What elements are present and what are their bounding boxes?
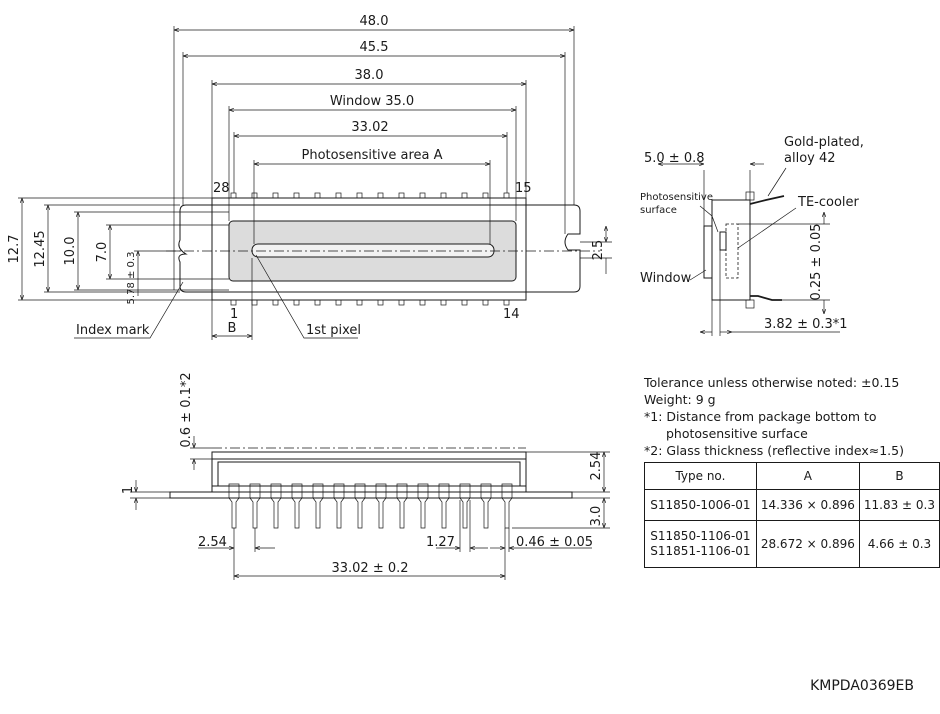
table-row: S11850-1106-01 S11851-1106-01 28.672 × 0… (644, 520, 940, 568)
gold-plated-label: Gold-plated, (784, 135, 864, 150)
header-type-no: Type no. (644, 462, 757, 490)
photosensitive-surface-label-2: surface (640, 205, 677, 216)
dim-5-0: 5.0 ± 0.8 (644, 151, 705, 166)
cell-b: 11.83 ± 0.3 (858, 489, 940, 521)
dim-b: B (228, 321, 237, 336)
side-view: 5.0 ± 0.8 Gold-plated, alloy 42 Photosen… (640, 135, 864, 336)
first-pixel-label: 1st pixel (306, 323, 361, 338)
photosensitive-surface-label-1: Photosensitive (640, 192, 713, 203)
footnote-1-cont: photosensitive surface (666, 426, 808, 441)
dim-2-54-vertical: 2.54 (589, 452, 604, 481)
dim-pin-span: 33.02 (351, 120, 388, 135)
dim-5-78: 5.78 ± 0.3 (126, 252, 137, 305)
front-pins (228, 483, 513, 529)
side-window (703, 225, 713, 279)
front-body (211, 451, 527, 487)
cell-a: 14.336 × 0.896 (755, 489, 860, 521)
dim-photosensitive-area: Photosensitive area A (301, 148, 442, 163)
cell-type-line-2: S11851-1106-01 (650, 544, 751, 558)
dim-3-82: 3.82 ± 0.3*1 (764, 317, 848, 332)
dim-1-27: 1.27 (426, 535, 455, 550)
cell-type: S11850-1006-01 (644, 489, 757, 521)
dim-3-0: 3.0 (589, 506, 604, 527)
front-view: 0.6 ± 0.1*2 1 2.54 3.0 2.54 1.27 (121, 372, 610, 580)
window-label: Window (640, 271, 692, 286)
package-flange-outline (178, 204, 581, 293)
pin-number-1: 1 (230, 307, 238, 322)
cell-b: 4.66 ± 0.3 (858, 520, 940, 568)
dim-0-25: 0.25 ± 0.05 (809, 223, 824, 300)
cell-type: S11850-1106-01 S11851-1106-01 (644, 520, 757, 568)
pin-number-14: 14 (503, 307, 520, 322)
type-table: Type no. A B S11850-1006-01 14.336 × 0.8… (644, 462, 940, 568)
dim-12-7: 12.7 (7, 235, 22, 264)
te-cooler-label: TE-cooler (797, 195, 860, 210)
index-mark-label: Index mark (76, 323, 150, 338)
dim-7-0: 7.0 (95, 242, 110, 263)
notes-block: Tolerance unless otherwise noted: ±0.15 … (644, 374, 904, 459)
front-flange (169, 491, 573, 499)
dim-window-length: Window 35.0 (330, 94, 414, 109)
cell-a: 28.672 × 0.896 (755, 520, 860, 568)
front-inner-body (217, 461, 521, 487)
package-body (211, 197, 527, 301)
dim-flange-length: 45.5 (360, 40, 389, 55)
dim-2-5: 2.5 (591, 240, 606, 261)
drawing-code: KMPDA0369EB (810, 678, 914, 694)
footnote-2: *2: Glass thickness (reflective index≈1.… (644, 443, 904, 458)
pin-number-28: 28 (213, 181, 230, 196)
table-row: S11850-1006-01 14.336 × 0.896 11.83 ± 0.… (644, 489, 940, 521)
cell-type-line-1: S11850-1106-01 (650, 529, 751, 543)
top-pins (230, 192, 510, 199)
tolerance-note: Tolerance unless otherwise noted: ±0.15 (644, 375, 900, 390)
dim-0-46: 0.46 ± 0.05 (516, 535, 593, 550)
weight-note: Weight: 9 g (644, 392, 716, 407)
dim-1: 1 (121, 486, 136, 494)
side-package-body (711, 199, 751, 301)
photosensitive-area (251, 243, 495, 258)
header-a: A (755, 462, 860, 490)
dim-33-02-tolerance: 33.02 ± 0.2 (331, 561, 408, 576)
header-b: B (858, 462, 940, 490)
dim-0-6: 0.6 ± 0.1*2 (179, 372, 194, 447)
alloy-label: alloy 42 (784, 151, 836, 166)
dim-10-0: 10.0 (63, 237, 78, 266)
top-view: 48.0 45.5 38.0 Window 35.0 33.02 Photose… (7, 14, 612, 340)
sensor-chip (719, 231, 727, 251)
footnote-1: *1: Distance from package bottom to (644, 409, 877, 424)
dim-body-length: 38.0 (355, 68, 384, 83)
dim-2-54-horizontal: 2.54 (198, 535, 227, 550)
bottom-pins (230, 299, 510, 306)
dim-overall-length: 48.0 (360, 14, 389, 29)
table-header-row: Type no. A B (644, 462, 940, 490)
pin-number-15: 15 (515, 181, 532, 196)
dim-12-45: 12.45 (33, 230, 48, 267)
te-cooler-outline (725, 223, 739, 279)
